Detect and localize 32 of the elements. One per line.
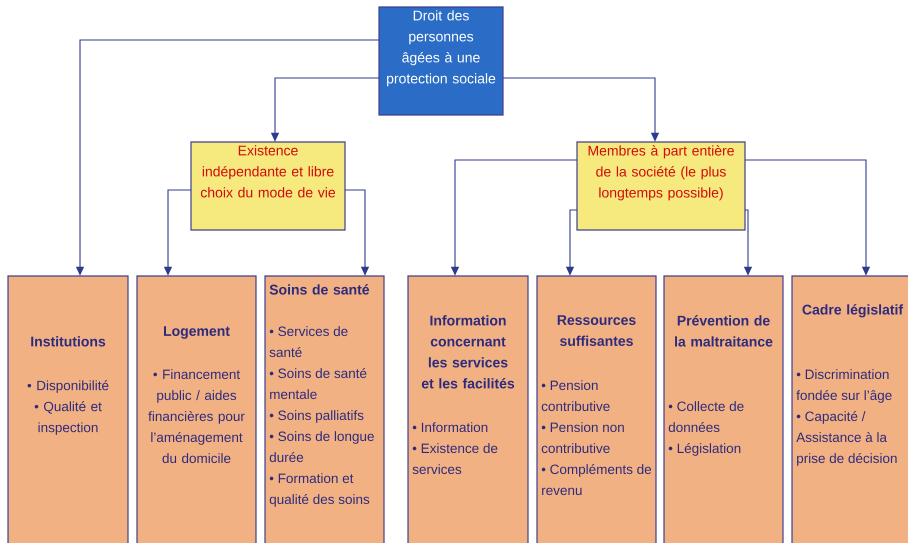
- bullet-list: • Discrimination fondée sur l’âge • Capacité / Assistance à la prise de décision: [796, 369, 897, 466]
- column-heading: Information concernant les services et les facilités: [422, 315, 514, 388]
- bullet-list: • Services de santé • Soins de santé mentale • Soins palliatifs • Soins de longue durée • Formation et qualité des soins: [270, 326, 374, 507]
- box-title: Droit des personnes âgées à une protection sociale: [387, 10, 496, 86]
- column-heading: Prévention de la maltraitance: [675, 315, 772, 347]
- node-label: • Soins palliatifs: [270, 410, 364, 423]
- column-heading: Soins de santé: [270, 284, 370, 295]
- node-label: • Soins de santé mentale: [270, 368, 366, 400]
- topic-box: [378, 6, 504, 116]
- column-box: [136, 275, 257, 543]
- column-heading: Institutions: [31, 336, 106, 346]
- box-title: Membres à part entière de la société (le plus longtemps possible): [588, 145, 734, 200]
- category-box: [190, 141, 346, 231]
- box-title: Existence indépendante et libre choix du mode de vie: [200, 145, 336, 198]
- node-label: • Services de santé: [270, 326, 348, 358]
- bullet-list: • Disponibilité • Qualité et inspection: [28, 380, 108, 435]
- column-heading: Logement: [164, 326, 230, 339]
- column-box: [407, 275, 529, 543]
- bullet-list: • Pension contributive • Pension non contributive • Compléments de revenu: [542, 380, 652, 496]
- bullet-list: • Collecte de données • Législation: [668, 401, 744, 456]
- column-box: [791, 275, 908, 543]
- column-box: [7, 275, 129, 543]
- node-label: • Formation et qualité des soins: [270, 473, 370, 507]
- column-heading: Ressources suffisantes: [558, 315, 636, 346]
- bullet-list: • Information • Existence de services: [412, 422, 498, 474]
- column-heading: Cadre législatif: [802, 304, 904, 318]
- node-label: • Soins de longue durée: [270, 431, 374, 462]
- column-box: [663, 275, 784, 543]
- category-box: [576, 141, 746, 231]
- bullet-list: • Financement public / aides financières pour l’aménagement du domicile: [148, 369, 245, 464]
- column-box: [536, 275, 657, 543]
- column-box: [264, 275, 385, 543]
